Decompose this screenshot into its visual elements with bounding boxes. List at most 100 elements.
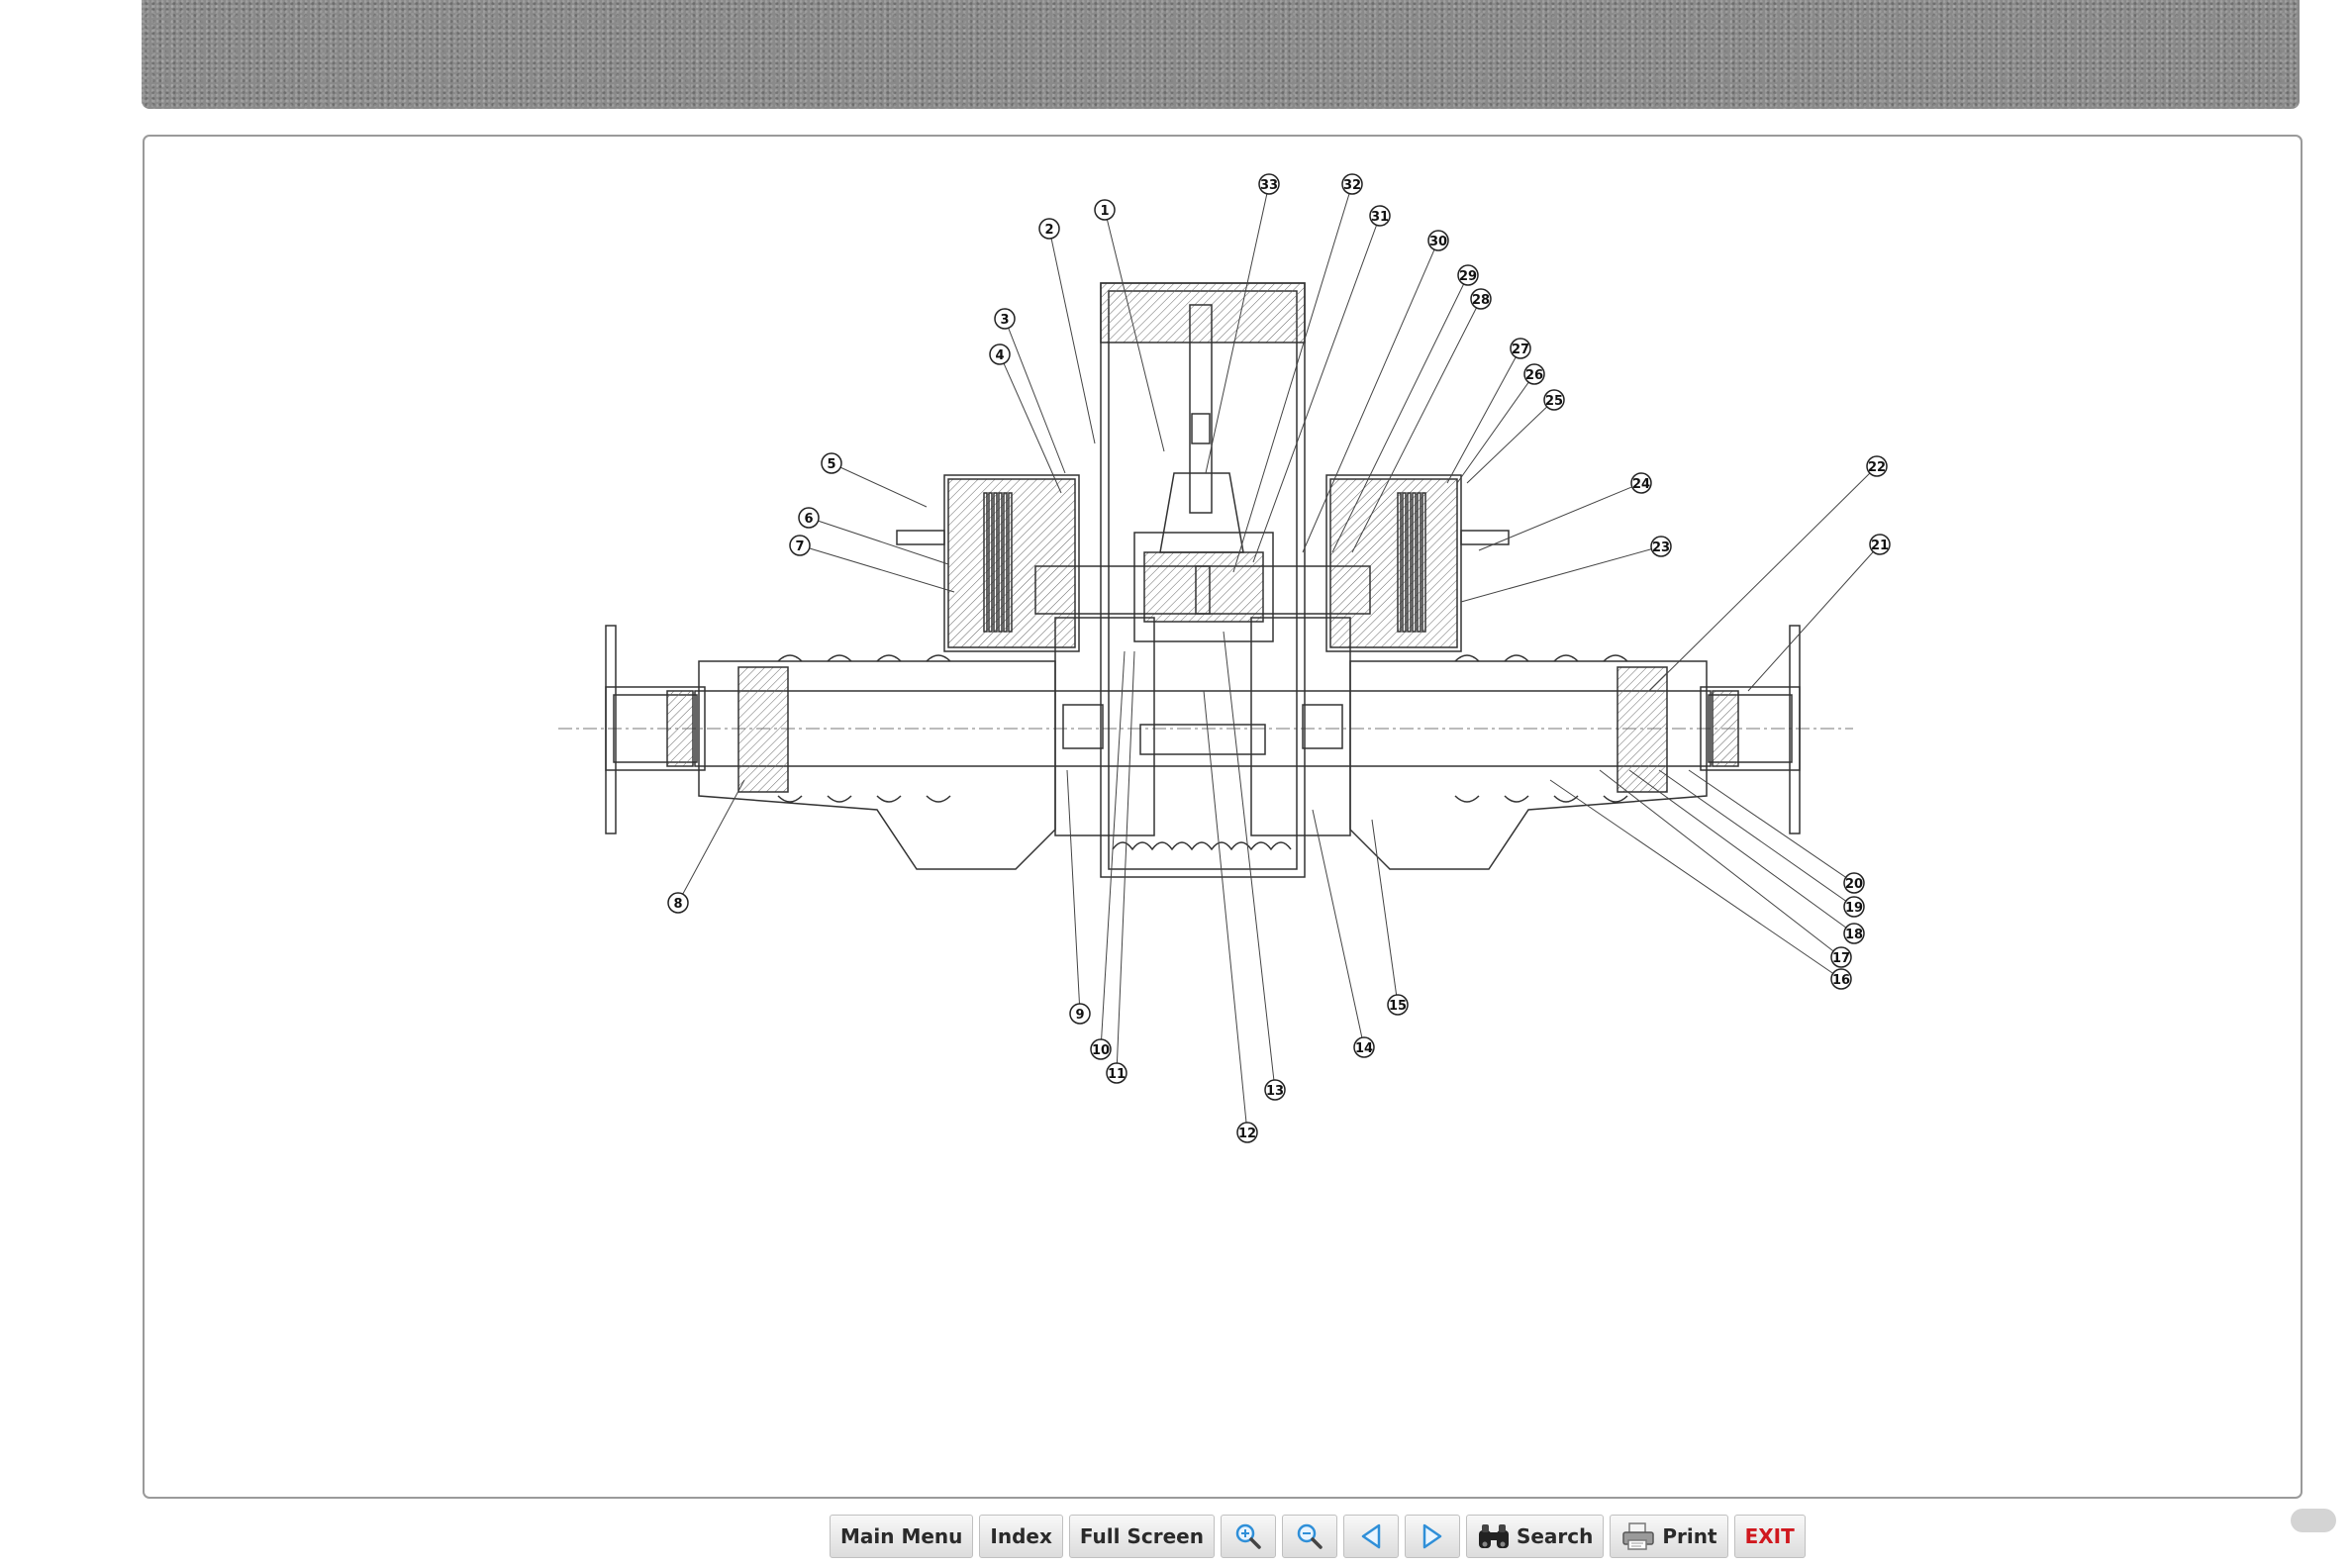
svg-text:15: 15 — [1389, 999, 1407, 1014]
header-bar — [142, 0, 2300, 109]
callout-leader-23 — [1461, 546, 1661, 602]
callout-14: 14 — [1354, 1037, 1374, 1057]
svg-text:2: 2 — [1044, 223, 1053, 238]
next-page-button[interactable] — [1405, 1515, 1460, 1558]
axle-cross-section-diagram: 1234567891011121314151617181920212223242… — [145, 137, 2301, 1497]
callout-28: 28 — [1471, 289, 1491, 309]
svg-text:20: 20 — [1845, 877, 1863, 892]
svg-text:9: 9 — [1075, 1008, 1084, 1023]
svg-text:24: 24 — [1632, 477, 1650, 492]
callout-20: 20 — [1844, 873, 1864, 893]
callout-29: 29 — [1458, 265, 1478, 285]
callout-leader-17 — [1600, 770, 1841, 957]
svg-text:8: 8 — [673, 897, 682, 912]
callout-30: 30 — [1428, 231, 1448, 250]
binoculars-icon — [1477, 1522, 1511, 1550]
callout-3: 3 — [995, 309, 1015, 329]
svg-text:22: 22 — [1868, 460, 1886, 475]
svg-text:13: 13 — [1266, 1084, 1284, 1099]
magnifier-minus-icon — [1295, 1521, 1324, 1551]
svg-text:5: 5 — [827, 457, 835, 472]
callout-leader-24 — [1479, 483, 1641, 550]
index-button[interactable]: Index — [979, 1515, 1062, 1558]
svg-text:7: 7 — [795, 539, 804, 554]
callout-24: 24 — [1631, 473, 1651, 493]
svg-text:1: 1 — [1100, 204, 1109, 219]
svg-text:14: 14 — [1355, 1041, 1373, 1056]
full-screen-button[interactable]: Full Screen — [1069, 1515, 1215, 1558]
zoom-out-button[interactable] — [1282, 1515, 1337, 1558]
callout-5: 5 — [822, 453, 841, 473]
triangle-left-icon — [1359, 1522, 1383, 1550]
svg-text:31: 31 — [1371, 210, 1389, 225]
svg-text:6: 6 — [804, 512, 813, 527]
callout-leader-21 — [1748, 544, 1880, 691]
callout-31: 31 — [1370, 206, 1390, 226]
svg-text:32: 32 — [1343, 178, 1361, 193]
callout-leader-10 — [1101, 651, 1125, 1049]
callout-7: 7 — [790, 536, 810, 555]
callout-11: 11 — [1107, 1063, 1127, 1083]
callout-leader-25 — [1467, 400, 1554, 483]
callout-leader-8 — [678, 780, 744, 903]
axle-line-drawing — [558, 283, 1853, 877]
magnifier-plus-icon — [1233, 1521, 1263, 1551]
printer-icon — [1620, 1521, 1656, 1551]
svg-text:25: 25 — [1545, 394, 1563, 409]
svg-text:30: 30 — [1429, 235, 1447, 249]
callout-16: 16 — [1831, 969, 1851, 989]
previous-page-button[interactable] — [1343, 1515, 1399, 1558]
callout-leader-2 — [1049, 229, 1095, 443]
svg-text:27: 27 — [1512, 343, 1529, 357]
search-label: Search — [1517, 1524, 1593, 1548]
exit-button[interactable]: EXIT — [1734, 1515, 1806, 1558]
callout-leader-13 — [1224, 632, 1275, 1090]
callout-leader-5 — [832, 463, 927, 507]
triangle-right-icon — [1421, 1522, 1444, 1550]
svg-text:33: 33 — [1260, 178, 1278, 193]
callout-leader-15 — [1372, 820, 1398, 1005]
callout-leader-20 — [1689, 770, 1854, 883]
svg-text:23: 23 — [1652, 540, 1670, 555]
svg-text:19: 19 — [1845, 901, 1863, 916]
svg-text:10: 10 — [1092, 1043, 1110, 1058]
callout-6: 6 — [799, 508, 819, 528]
callout-2: 2 — [1039, 219, 1059, 239]
callout-12: 12 — [1237, 1123, 1257, 1142]
callout-19: 19 — [1844, 897, 1864, 917]
callout-1: 1 — [1095, 200, 1115, 220]
callout-leader-18 — [1629, 770, 1854, 933]
callout-leader-6 — [809, 518, 948, 564]
callout-leader-27 — [1447, 348, 1520, 483]
svg-text:18: 18 — [1845, 928, 1863, 942]
callout-leader-7 — [800, 545, 954, 592]
main-menu-button[interactable]: Main Menu — [830, 1515, 973, 1558]
callout-leader-9 — [1067, 770, 1080, 1014]
svg-text:28: 28 — [1472, 293, 1490, 308]
print-button[interactable]: Print — [1610, 1515, 1727, 1558]
svg-text:4: 4 — [995, 348, 1004, 363]
svg-text:16: 16 — [1832, 973, 1850, 988]
callout-leader-14 — [1313, 810, 1364, 1047]
callout-22: 22 — [1867, 456, 1887, 476]
svg-text:11: 11 — [1108, 1067, 1126, 1082]
callout-27: 27 — [1511, 339, 1530, 358]
callout-leader-3 — [1005, 319, 1065, 473]
zoom-in-button[interactable] — [1221, 1515, 1276, 1558]
callout-8: 8 — [668, 893, 688, 913]
callout-25: 25 — [1544, 390, 1564, 410]
callout-23: 23 — [1651, 537, 1671, 556]
search-button[interactable]: Search — [1466, 1515, 1604, 1558]
callout-leader-16 — [1550, 780, 1841, 979]
callout-26: 26 — [1524, 364, 1544, 384]
callout-10: 10 — [1091, 1039, 1111, 1059]
callout-17: 17 — [1831, 947, 1851, 967]
callout-leader-11 — [1117, 651, 1134, 1073]
scroll-indicator[interactable] — [2291, 1509, 2336, 1532]
svg-text:3: 3 — [1000, 313, 1009, 328]
svg-text:12: 12 — [1238, 1127, 1256, 1141]
callout-18: 18 — [1844, 924, 1864, 943]
callout-leader-12 — [1204, 691, 1247, 1132]
svg-text:21: 21 — [1871, 539, 1889, 553]
